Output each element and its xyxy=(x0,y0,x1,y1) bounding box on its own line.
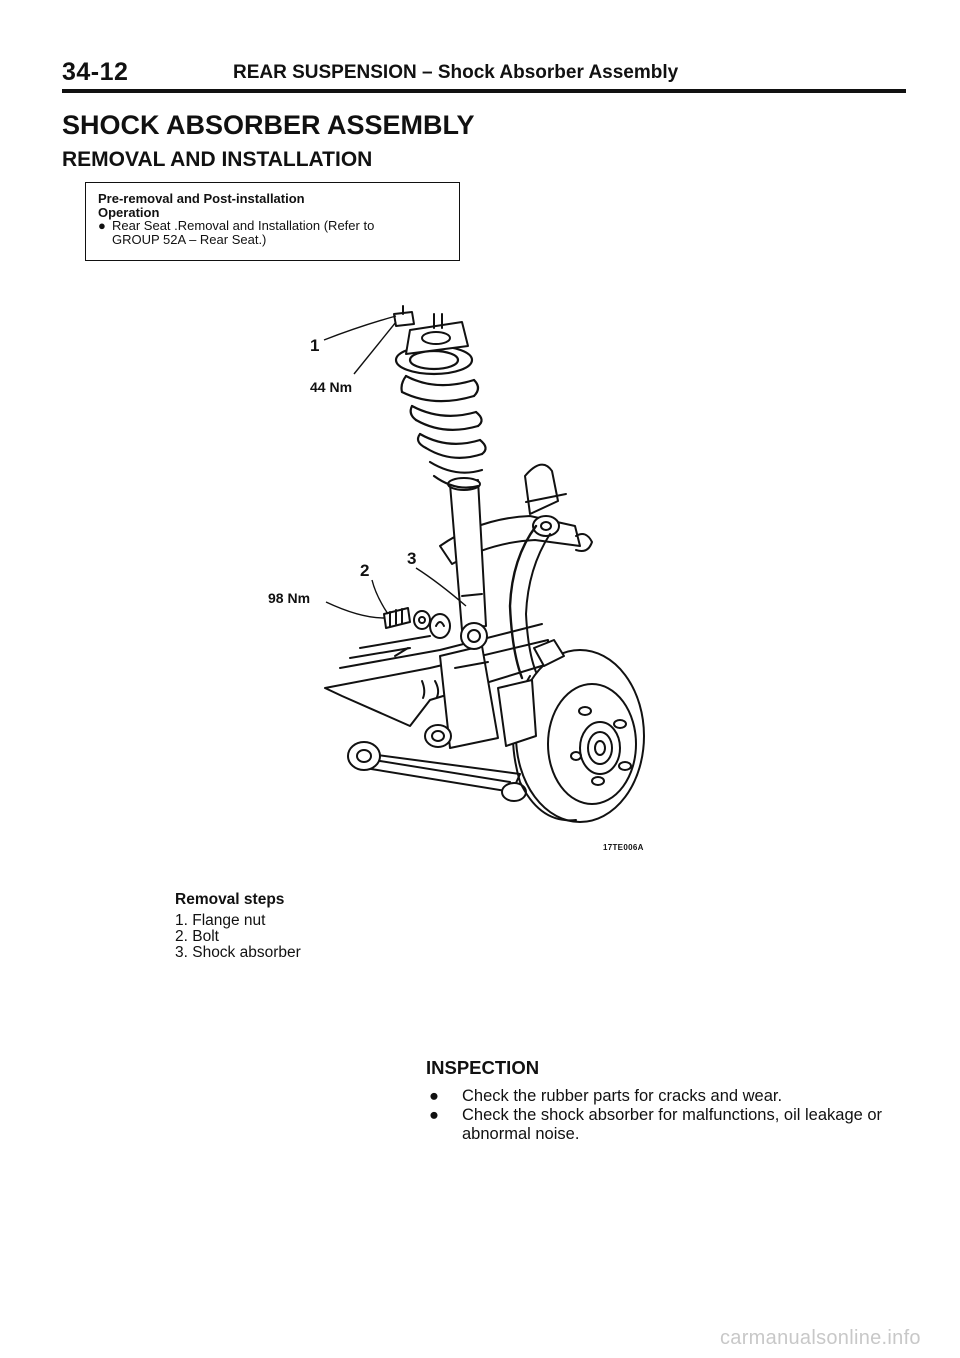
callout-torque-98: 98 Nm xyxy=(268,590,310,606)
inspection-item: ● Check the shock absorber for malfuncti… xyxy=(426,1106,922,1144)
removal-step: 2. Bolt xyxy=(175,928,219,945)
knuckle-drawing xyxy=(439,645,499,749)
inspection-item-text: Check the shock absorber for malfunction… xyxy=(462,1106,883,1143)
pre-removal-item: ● Rear Seat .Removal and Installation (R… xyxy=(98,219,449,233)
removal-step: 1. Flange nut xyxy=(175,912,266,929)
pre-removal-box: Pre-removal and Post-installation Operat… xyxy=(85,182,460,261)
coil-spring-drawing xyxy=(394,344,487,489)
page-title: SHOCK ABSORBER ASSEMBLY xyxy=(62,110,475,140)
top-mount-drawing xyxy=(405,313,469,355)
removal-steps: Removal steps 1. Flange nut 2. Bolt 3. S… xyxy=(175,892,301,961)
figure-code: 17TE006A xyxy=(603,843,644,852)
bullet-icon: ● xyxy=(429,1087,439,1105)
callout-1: 1 xyxy=(310,336,319,355)
bullet-icon: ● xyxy=(98,218,106,233)
section-header: REAR SUSPENSION – Shock Absorber Assembl… xyxy=(233,62,679,83)
page-number: 34-12 xyxy=(62,58,129,86)
removal-steps-heading: Removal steps xyxy=(175,891,285,908)
inspection-item: ● Check the rubber parts for cracks and … xyxy=(426,1087,922,1106)
bullet-icon: ● xyxy=(429,1106,439,1124)
shock-absorber-drawing xyxy=(447,477,488,650)
section-subtitle: REMOVAL AND INSTALLATION xyxy=(62,148,373,171)
bushing-drawing xyxy=(347,741,381,771)
rear-suspension-diagram: 1 44 Nm 2 3 98 Nm xyxy=(268,305,645,823)
inspection-section: INSPECTION ● Check the rubber parts for … xyxy=(426,1057,922,1144)
callout-2: 2 xyxy=(360,561,369,580)
callout-torque-44: 44 Nm xyxy=(310,379,352,395)
trailing-arm-drawing xyxy=(364,753,521,793)
inspection-heading: INSPECTION xyxy=(426,1057,540,1078)
pre-removal-item-text: Rear Seat .Removal and Installation (Ref… xyxy=(112,218,375,233)
pre-removal-heading-line2: Operation xyxy=(98,204,160,220)
flange-nut-drawing xyxy=(393,305,415,327)
pre-removal-heading-line1: Pre-removal and Post-installation xyxy=(98,191,305,206)
watermark: carmanualsonline.info xyxy=(720,1327,921,1349)
bolt-drawing xyxy=(383,607,451,639)
header-rule xyxy=(62,89,906,93)
callout-3: 3 xyxy=(407,549,416,568)
brake-disc-drawing xyxy=(511,649,645,823)
removal-step: 3. Shock absorber xyxy=(175,944,301,961)
inspection-item-text: Check the rubber parts for cracks and we… xyxy=(462,1087,783,1105)
pre-removal-item-continued: GROUP 52A – Rear Seat.) xyxy=(112,231,267,247)
